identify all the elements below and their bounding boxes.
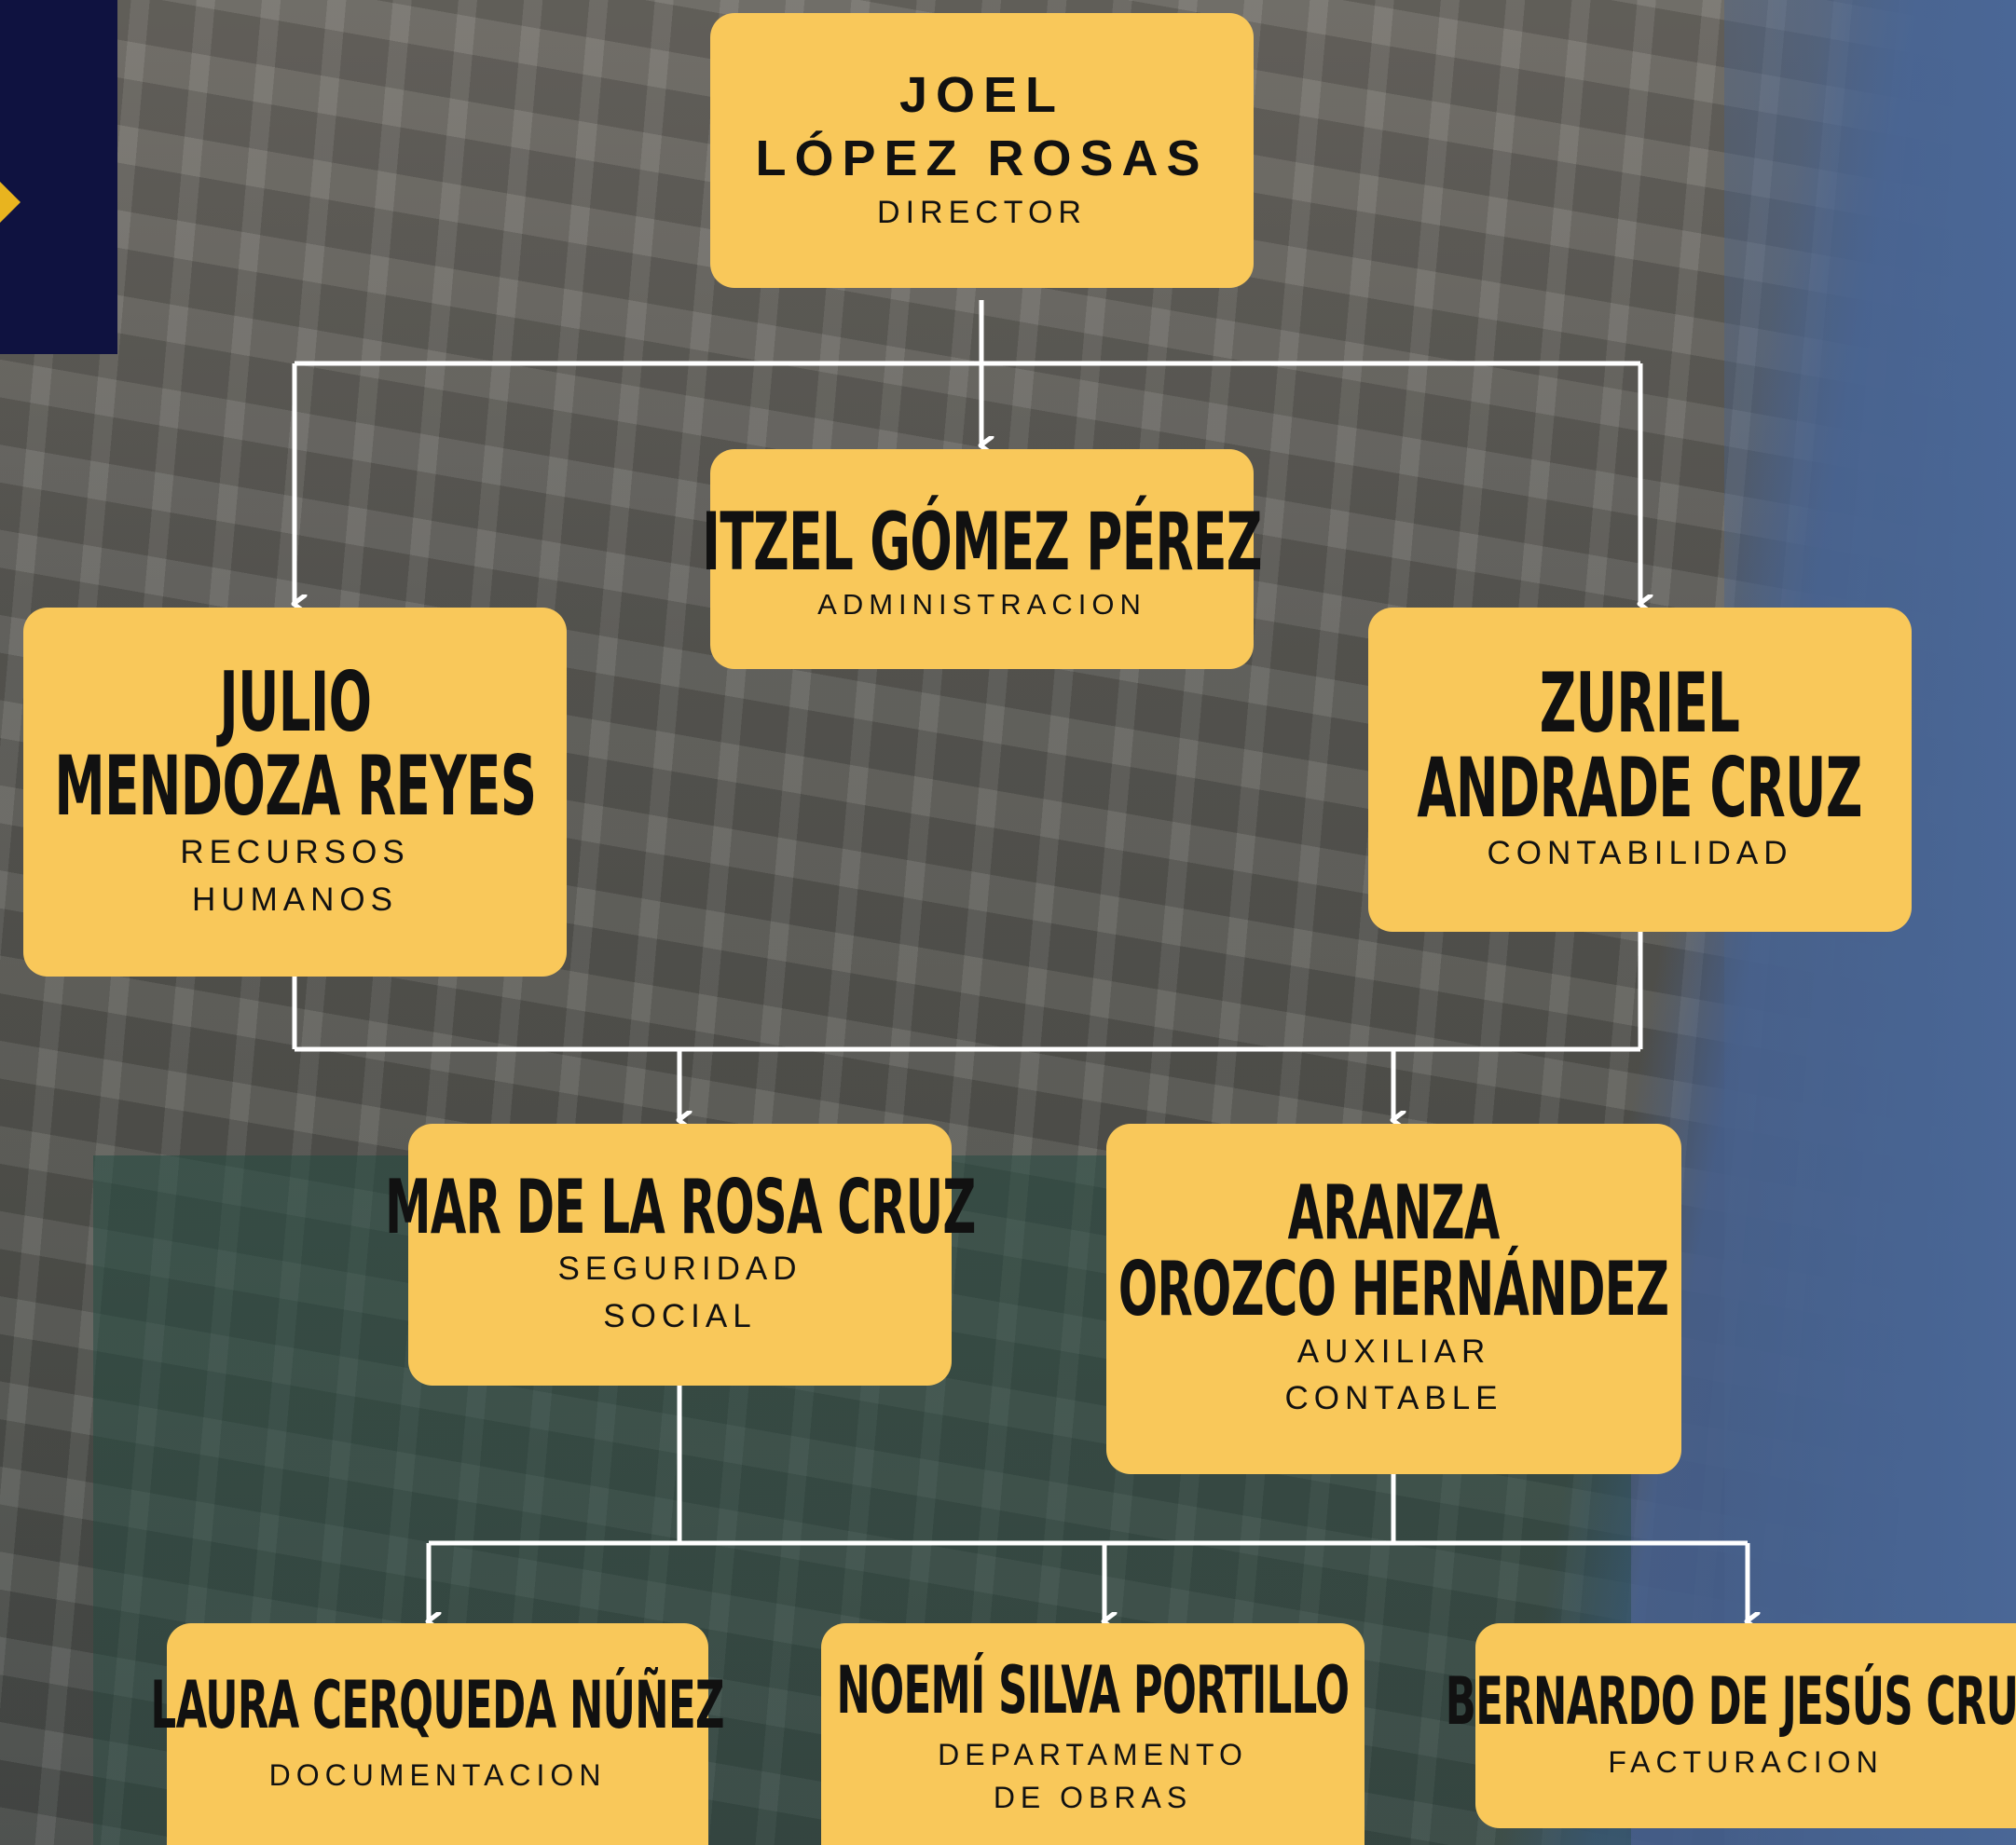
node-facturacion-name: BERNARDO DE JESÚS CRUZ xyxy=(1445,1662,2016,1740)
node-rrhh-name: JULIO MENDOZA REYES xyxy=(54,653,537,835)
logo-panel xyxy=(0,0,117,354)
node-documentacion-role: DOCUMENTACION xyxy=(268,1757,607,1792)
node-conta-role: CONTABILIDAD xyxy=(1487,835,1793,872)
node-rrhh-role: RECURSOS HUMANOS xyxy=(180,833,410,918)
node-director: JOEL LÓPEZ ROSAS DIRECTOR xyxy=(710,13,1254,288)
node-rrhh: JULIO MENDOZA REYES RECURSOS HUMANOS xyxy=(23,608,567,977)
node-seguridad-role: SEGURIDAD SOCIAL xyxy=(557,1250,802,1334)
node-auxiliar: ARANZA OROZCO HERNÁNDEZ AUXILIAR CONTABL… xyxy=(1106,1124,1681,1474)
node-facturacion-role: FACTURACION xyxy=(1608,1744,1884,1779)
node-facturacion: BERNARDO DE JESÚS CRUZ FACTURACION xyxy=(1445,1623,2016,1828)
node-admin-role: ADMINISTRACION xyxy=(817,587,1146,621)
node-seguridad-name: MAR DE LA ROSA CRUZ xyxy=(384,1163,976,1250)
node-auxiliar-role: AUXILIAR CONTABLE xyxy=(1284,1332,1503,1417)
node-conta-name: ZURIEL ANDRADE CRUZ xyxy=(1417,655,1863,836)
node-obras-name: NOEMÍ SILVA PORTILLO xyxy=(836,1651,1351,1729)
node-documentacion: LAURA CERQUEDA NÚÑEZ DOCUMENTACION xyxy=(151,1623,725,1845)
node-obras: NOEMÍ SILVA PORTILLO DEPARTAMENTO DE OBR… xyxy=(821,1623,1365,1845)
node-director-role: DIRECTOR xyxy=(877,195,1087,231)
node-obras-role: DEPARTAMENTO DE OBRAS xyxy=(938,1737,1248,1815)
node-admin: ITZEL GÓMEZ PÉREZ ADMINISTRACION xyxy=(702,449,1262,669)
logo-mark xyxy=(0,182,21,223)
node-admin-name: ITZEL GÓMEZ PÉREZ xyxy=(702,496,1262,590)
node-conta: ZURIEL ANDRADE CRUZ CONTABILIDAD xyxy=(1368,608,1912,932)
node-director-name: JOEL LÓPEZ ROSAS xyxy=(755,67,1209,186)
node-seguridad: MAR DE LA ROSA CRUZ SEGURIDAD SOCIAL xyxy=(385,1124,976,1386)
node-documentacion-name: LAURA CERQUEDA NÚÑEZ xyxy=(150,1666,725,1743)
node-auxiliar-name: ARANZA OROZCO HERNÁNDEZ xyxy=(1118,1168,1669,1333)
